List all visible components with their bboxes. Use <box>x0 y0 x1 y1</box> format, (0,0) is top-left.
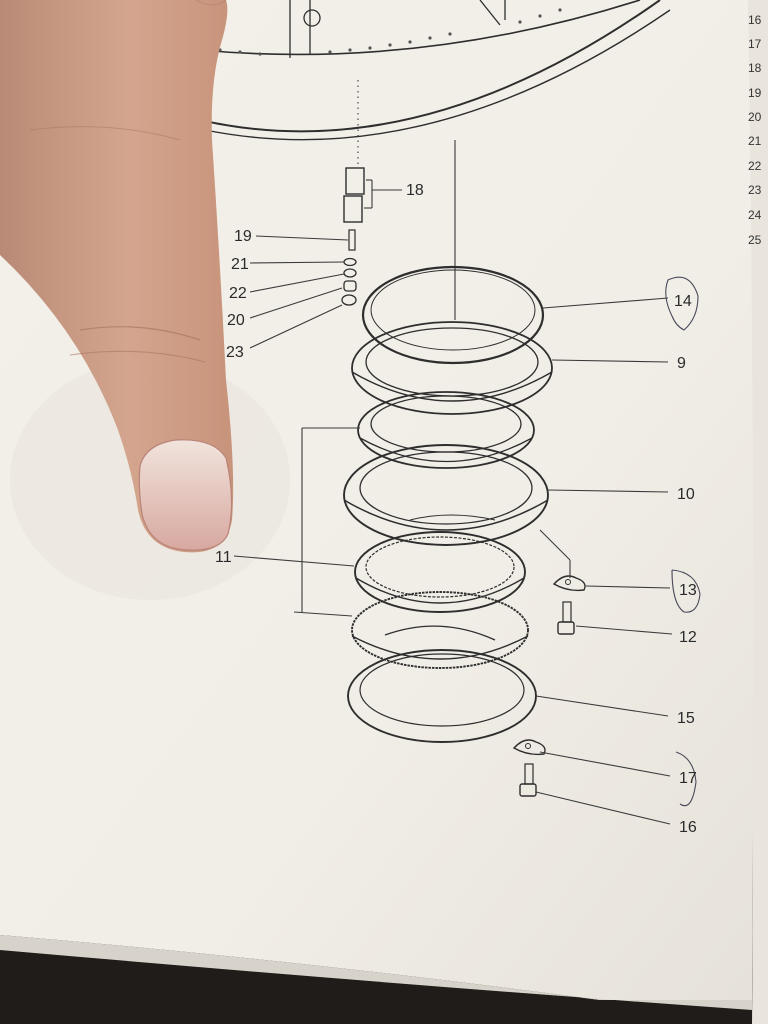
callout-16: 16 <box>679 819 697 836</box>
callout-9: 9 <box>677 355 686 372</box>
edge-number: 18 <box>748 61 762 75</box>
callout-14: 14 <box>674 293 692 310</box>
callout-15: 15 <box>677 710 695 727</box>
part-16-bolt <box>519 763 537 797</box>
small-parts-stack <box>341 229 357 306</box>
part-13-wing-nut <box>539 529 586 592</box>
fingernail <box>138 439 233 551</box>
callout-10: 10 <box>677 486 695 503</box>
edge-number: 17 <box>748 37 762 51</box>
page-curl-shadow <box>0 935 752 1010</box>
edge-number: 22 <box>748 159 762 173</box>
callout-22: 22 <box>229 285 247 302</box>
callout-20: 20 <box>227 312 245 329</box>
callout-17: 17 <box>679 770 697 787</box>
callout-labels: 18 19 21 22 20 23 14 9 10 11 13 12 15 17… <box>215 182 697 836</box>
seal-ring-upper <box>357 391 535 469</box>
part-18-bracket <box>343 80 402 223</box>
callout-12: 12 <box>679 629 697 646</box>
edge-number: 20 <box>748 110 762 124</box>
callout-21: 21 <box>231 256 249 273</box>
edge-number-column: 16 17 18 19 20 21 22 23 24 25 <box>748 13 762 247</box>
part-12-bolt <box>557 601 575 635</box>
top-housing-drawing <box>199 0 671 320</box>
callout-18: 18 <box>406 182 424 199</box>
part-14-ring <box>361 265 545 365</box>
edge-number: 25 <box>748 233 762 247</box>
pointing-finger <box>0 0 234 553</box>
edge-number: 16 <box>748 13 762 27</box>
part-17-wing-nut <box>512 739 546 756</box>
pen-annotations <box>665 276 701 807</box>
edge-number: 24 <box>748 208 762 222</box>
callout-19: 19 <box>234 228 252 245</box>
edge-number: 21 <box>748 134 762 148</box>
callout-23: 23 <box>226 344 244 361</box>
edge-number: 19 <box>748 86 762 100</box>
callout-11: 11 <box>215 549 232 566</box>
part-10-ring <box>343 444 549 546</box>
leader-lines <box>233 235 673 825</box>
edge-number: 23 <box>748 183 762 197</box>
callout-13: 13 <box>679 582 697 599</box>
part-11-rings <box>293 427 529 669</box>
